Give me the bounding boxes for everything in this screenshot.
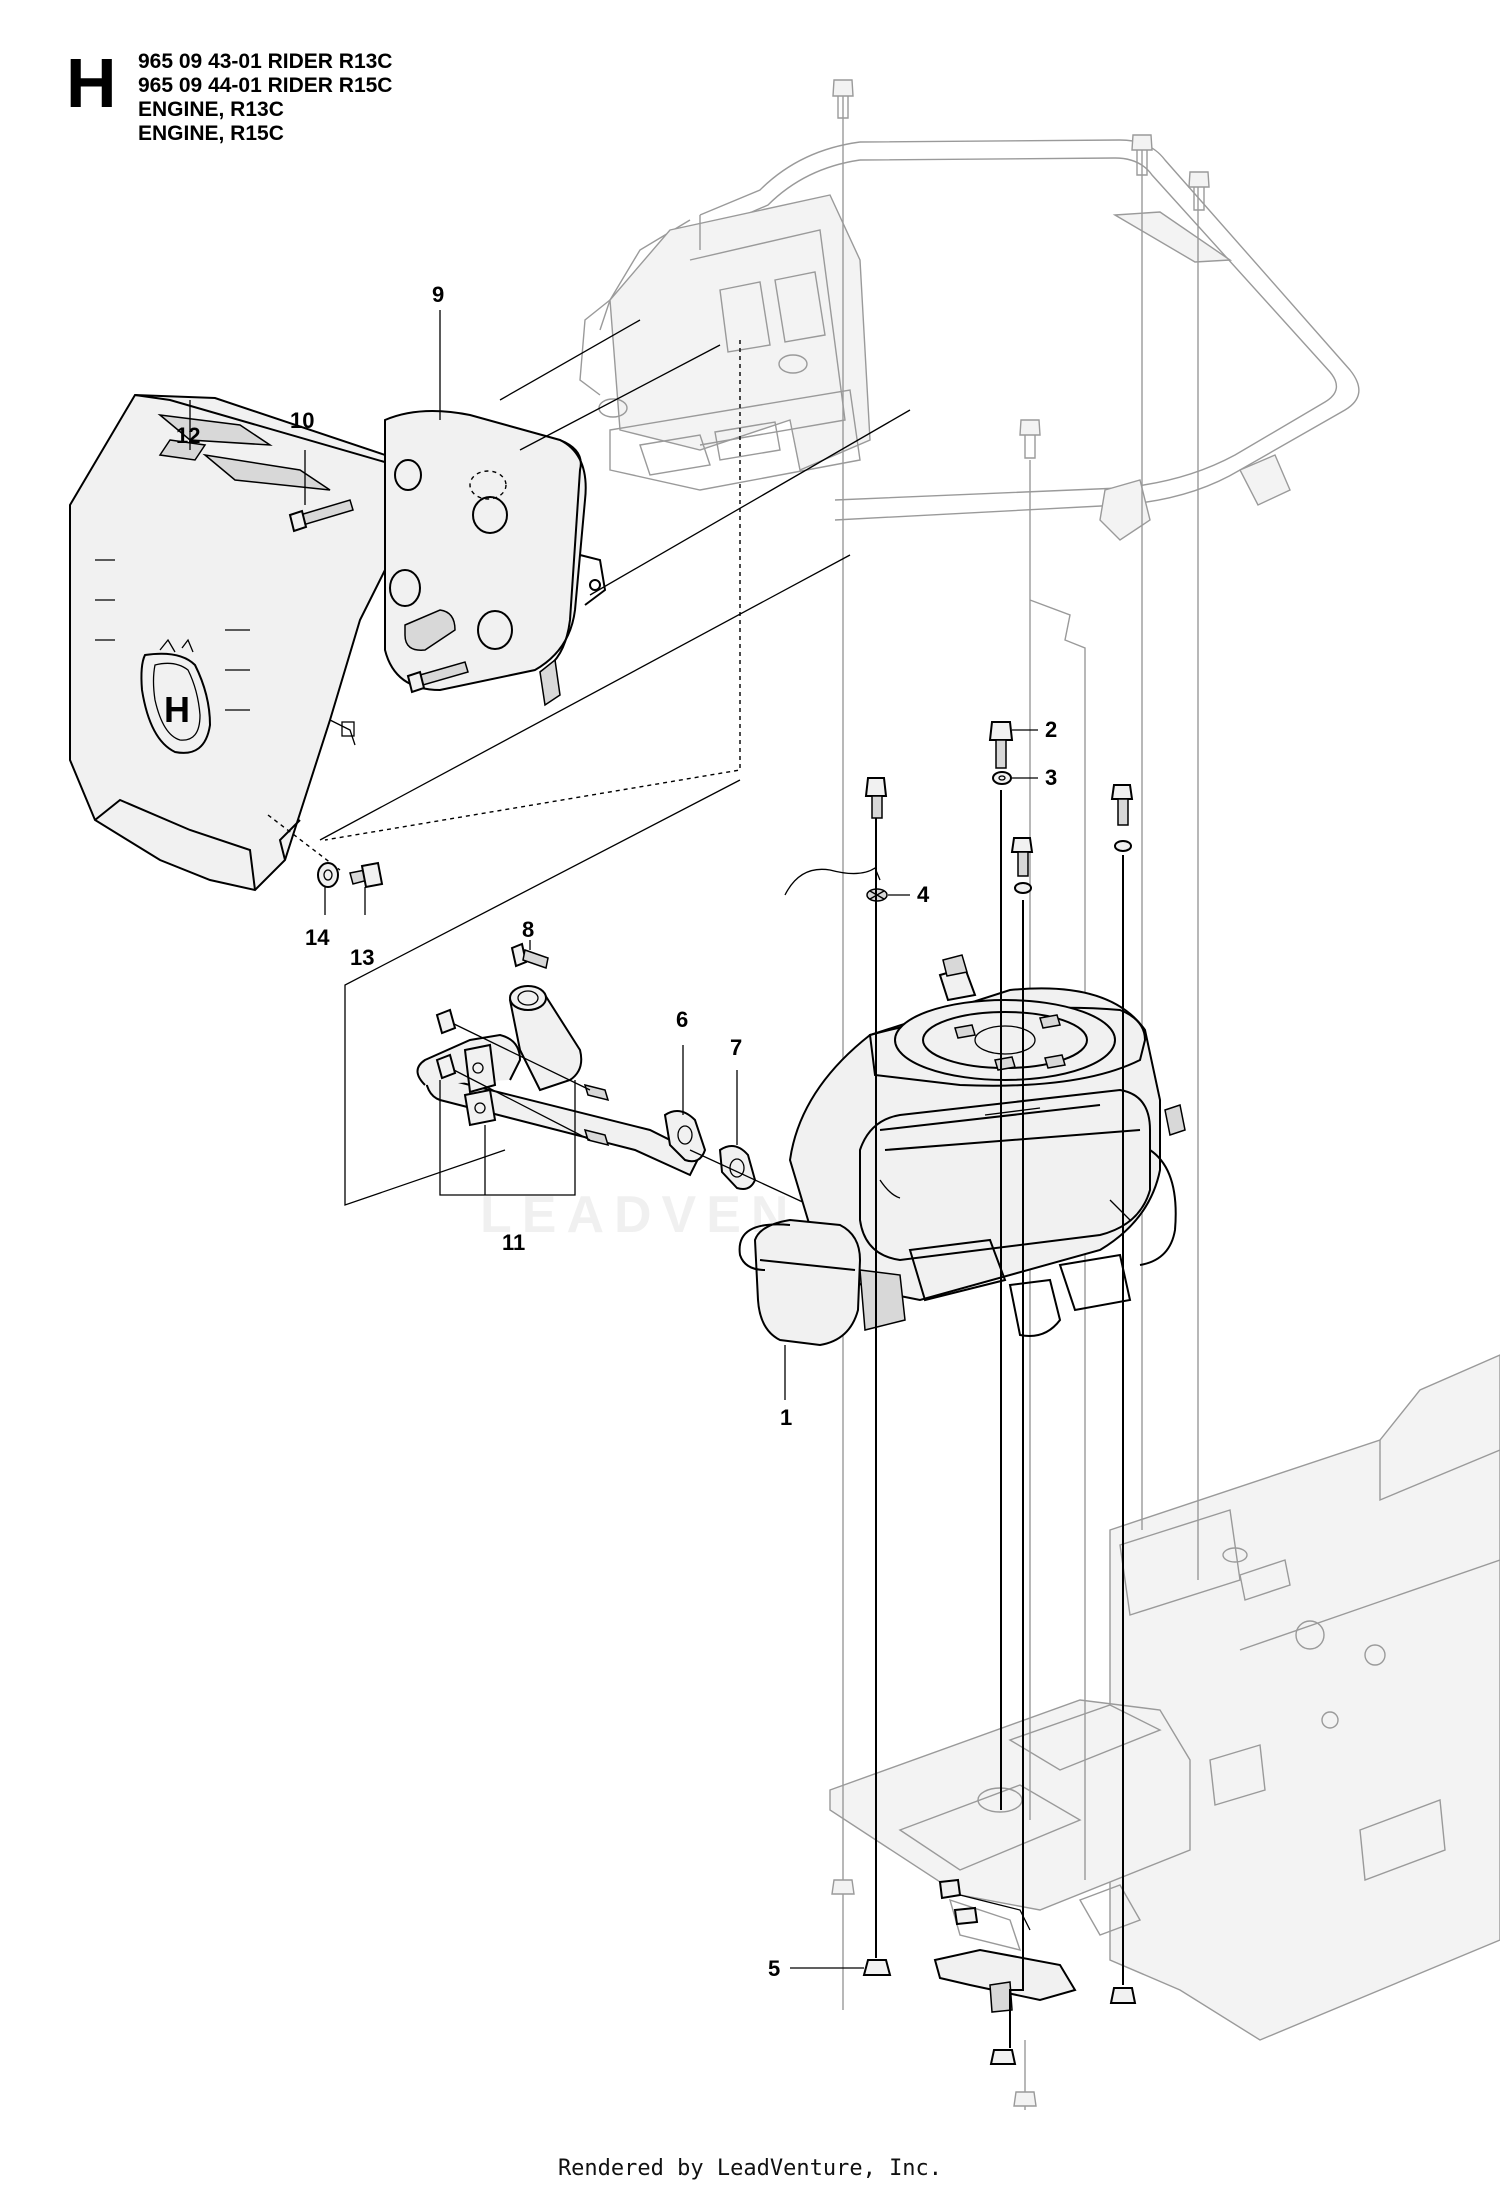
muffler-leader-1 <box>499 319 641 401</box>
exhaust-axis-line <box>689 1149 821 1211</box>
header-line-4: ENGINE, R15C <box>138 122 284 145</box>
footer-credit: Rendered by LeadVenture, Inc. <box>557 2156 943 2181</box>
callout-11: 11 <box>502 1230 525 1255</box>
nut-5 <box>862 1959 892 1976</box>
header-block: 965 09 43-01 RIDER R13C 965 09 44-01 RID… <box>138 50 392 146</box>
gasket-6 <box>663 1110 707 1163</box>
gasket-7 <box>718 1145 757 1190</box>
brand-logo-letter: H <box>164 689 190 730</box>
callout-14: 14 <box>305 925 330 950</box>
nut-lower-mid <box>989 2049 1017 2065</box>
muffler-leader-2 <box>519 344 721 451</box>
callout-1: 1 <box>780 1405 792 1430</box>
bolt-10-upper <box>288 499 354 533</box>
exhaust-clamp <box>463 1043 497 1127</box>
nut-ghost-left <box>831 1879 855 1895</box>
bolt-10-lower <box>406 661 469 694</box>
header-line-3: ENGINE, R13C <box>138 98 284 121</box>
subassembly-outline-left <box>344 779 741 1206</box>
page-letter: H <box>66 44 117 122</box>
header-line-2: 965 09 44-01 RIDER R15C <box>138 74 393 97</box>
hood-cover: H <box>69 393 412 892</box>
ghost-frame-bracket <box>579 194 871 491</box>
fastener-axis-lines <box>875 790 1124 2048</box>
exhaust-studs <box>435 1008 610 1147</box>
callout-3: 3 <box>1045 765 1057 790</box>
bolt-engine-mid <box>1010 837 1034 894</box>
bolt-frame-top <box>832 79 854 119</box>
header-line-1: 965 09 43-01 RIDER R13C <box>138 50 393 73</box>
bolt-frame-right-2 <box>1188 171 1210 211</box>
alignment-dash-hood <box>267 814 341 871</box>
engine <box>738 954 1186 1347</box>
muffler <box>384 410 607 707</box>
subassembly-outline-upper <box>319 554 851 841</box>
muffler-leader-3 <box>589 409 911 596</box>
callout-13: 13 <box>350 945 374 970</box>
bolt-8 <box>510 942 549 969</box>
wire-harness <box>784 867 881 896</box>
ghost-frame-chassis <box>1109 1354 1500 2041</box>
callout-leaders <box>189 310 1038 1969</box>
exhaust-pipe <box>416 985 702 1177</box>
callout-2: 2 <box>1045 717 1057 742</box>
callout-5: 5 <box>768 1956 780 1981</box>
callout-4: 4 <box>917 882 930 907</box>
callout-12: 12 <box>176 423 200 448</box>
washer-3 <box>992 771 1012 785</box>
ghost-engine-plate <box>829 1699 1191 1951</box>
bolt-frame-mid <box>1019 419 1041 459</box>
bolt-13 <box>349 861 384 889</box>
bolt-2 <box>988 721 1014 769</box>
callout-7: 7 <box>730 1035 742 1060</box>
bolt-frame-right-1 <box>1131 134 1153 176</box>
callout-8: 8 <box>522 917 534 942</box>
nut-lower-right <box>1109 1987 1137 2004</box>
washer-14 <box>317 862 339 888</box>
bolt-left-upper <box>864 777 888 819</box>
bracket-lower <box>933 1878 1077 2013</box>
callout-6: 6 <box>676 1007 688 1032</box>
nut-ghost-bottom <box>1013 2091 1037 2107</box>
callout-10: 10 <box>290 408 314 433</box>
callout-9: 9 <box>432 282 444 307</box>
bolt-engine-right <box>1110 784 1134 852</box>
